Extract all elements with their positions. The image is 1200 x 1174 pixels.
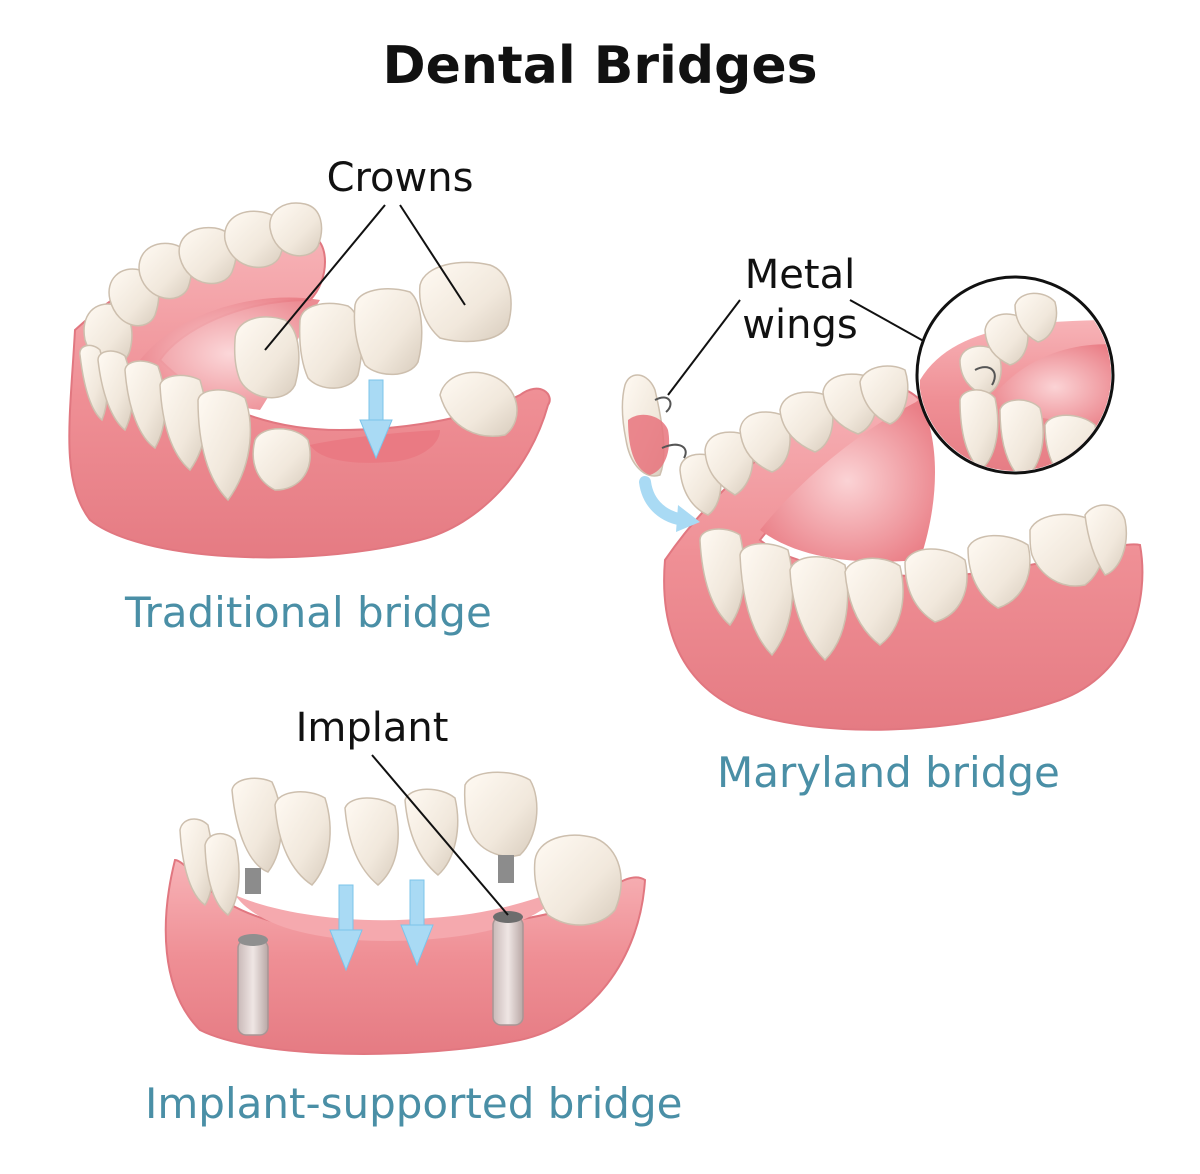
implant-side-teeth xyxy=(179,818,622,926)
traditional-bridge-illustration xyxy=(68,202,551,559)
maryland-lower-teeth xyxy=(699,504,1127,662)
traditional-bridge-crowns xyxy=(233,261,512,399)
diagram-title: Dental Bridges xyxy=(382,36,818,96)
implant-down-arrow-left xyxy=(329,884,363,972)
traditional-front-teeth xyxy=(79,344,518,502)
maryland-arrow-head xyxy=(676,505,700,532)
metal-wings-callout-line-left xyxy=(667,299,741,396)
traditional-down-arrow xyxy=(359,379,393,460)
traditional-back-teeth xyxy=(83,202,323,366)
metal-wings-label-line2: wings xyxy=(742,302,858,348)
maryland-bridge-caption: Maryland bridge xyxy=(717,748,1060,797)
traditional-gum xyxy=(68,233,551,559)
implant-down-arrow-right xyxy=(400,879,434,967)
crowns-label: Crowns xyxy=(326,155,474,201)
metal-wing-upper xyxy=(654,396,672,413)
implant-bridge-abutment-left xyxy=(245,868,261,894)
implant-right-post xyxy=(492,911,524,1026)
implant-callout-line xyxy=(371,754,509,916)
metal-wing-lower xyxy=(661,443,687,459)
implant-bridge-teeth xyxy=(231,771,538,886)
traditional-bridge-caption: Traditional bridge xyxy=(125,588,492,637)
crowns-callout-line-left xyxy=(264,204,386,351)
metal-wings-label-line1: Metal xyxy=(744,252,856,298)
maryland-bridge-tooth xyxy=(621,374,687,477)
implant-supported-bridge-caption: Implant-supported bridge xyxy=(145,1079,683,1128)
maryland-upper-teeth xyxy=(679,365,909,516)
maryland-bridge-illustration xyxy=(621,275,1144,731)
crowns-callout-line-right xyxy=(399,204,466,306)
implant-gum-top xyxy=(235,890,560,941)
implant-label: Implant xyxy=(295,705,449,751)
implant-bridge-abutment-right xyxy=(498,855,514,883)
implant-bridge-illustration xyxy=(164,754,647,1055)
implant-left-post xyxy=(237,934,269,1036)
maryland-detail-inset xyxy=(915,275,1115,475)
maryland-gum-inner xyxy=(760,400,935,562)
